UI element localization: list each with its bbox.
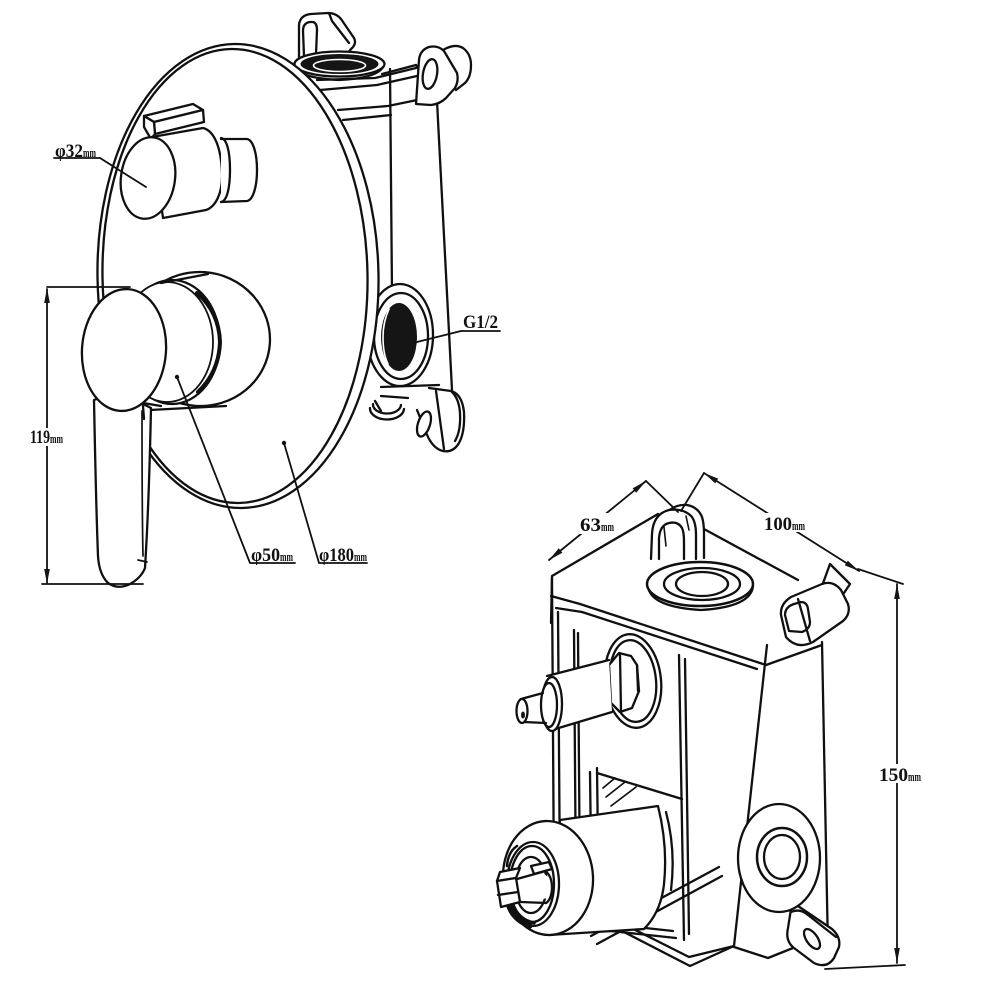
svg-text:63mm: 63mm [580, 515, 614, 536]
svg-text:φ32mm: φ32mm [55, 141, 96, 162]
svg-text:150mm: 150mm [879, 765, 921, 786]
svg-text:φ180mm: φ180mm [319, 545, 367, 566]
svg-text:φ50mm: φ50mm [251, 545, 293, 566]
svg-text:100mm: 100mm [764, 514, 805, 535]
svg-text:G1/2: G1/2 [463, 312, 498, 333]
svg-text:119mm: 119mm [30, 427, 63, 448]
